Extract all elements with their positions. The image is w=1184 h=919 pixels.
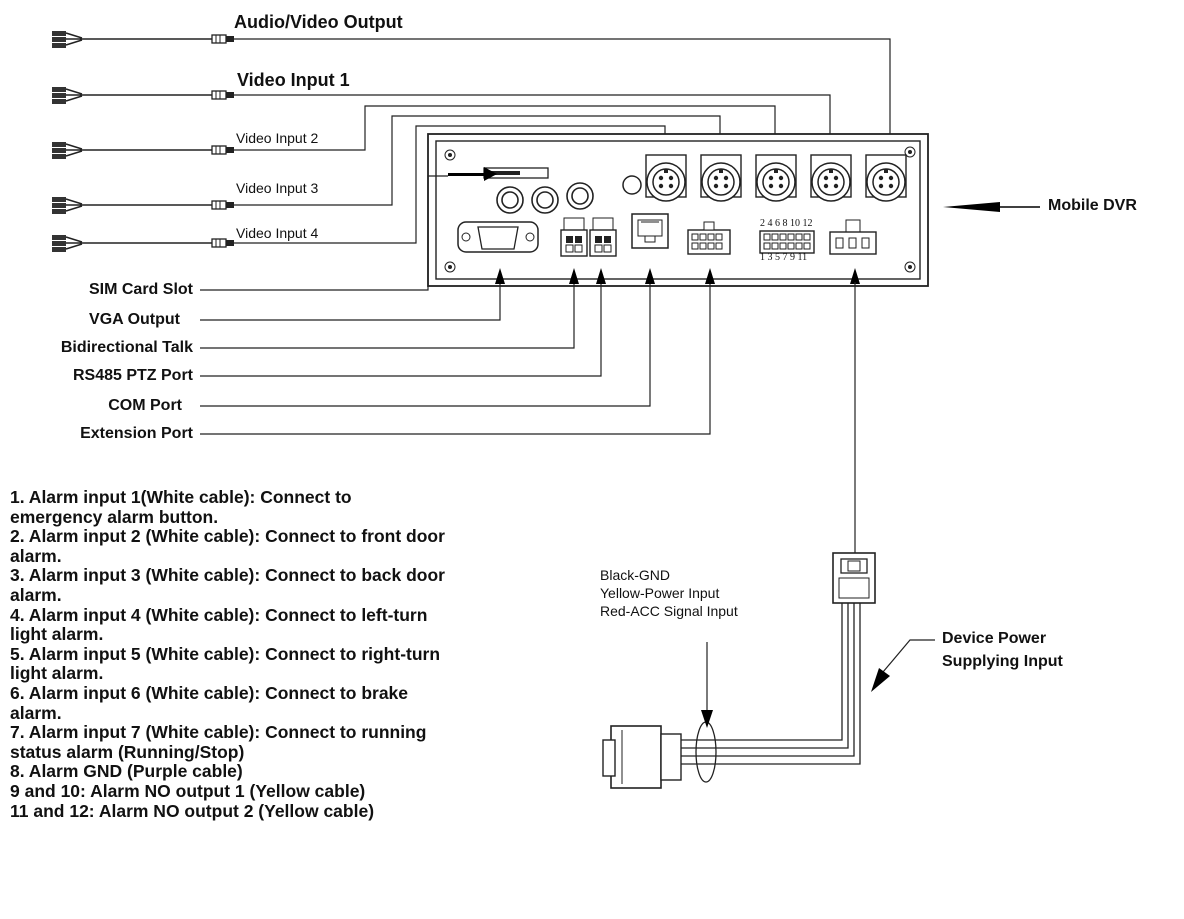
note-line: status alarm (Running/Stop) xyxy=(10,741,245,762)
power-label-line2: Supplying Input xyxy=(942,653,1063,670)
note-line: 7. Alarm input 7 (White cable): Connect … xyxy=(10,722,427,743)
note-line: 6. Alarm input 6 (White cable): Connect … xyxy=(10,682,409,703)
wire-black: Black-GND xyxy=(600,567,671,583)
note-line: 4. Alarm input 4 (White cable): Connect … xyxy=(10,604,428,625)
note-line: light alarm. xyxy=(10,624,104,645)
note-line: 11 and 12: Alarm NO output 2 (Yellow cab… xyxy=(10,800,375,821)
input-label-video-1: Video Input 1 xyxy=(237,70,350,90)
input-label-video-3: Video Input 3 xyxy=(236,180,319,196)
device-label: Mobile DVR xyxy=(1048,197,1137,214)
note-line: emergency alarm button. xyxy=(10,506,219,527)
power-cable xyxy=(602,282,876,789)
port-label-extension: Extension Port xyxy=(80,425,193,442)
note-line: 9 and 10: Alarm NO output 1 (Yellow cabl… xyxy=(10,780,366,801)
power-label-leader xyxy=(871,639,935,692)
input-cables xyxy=(51,30,235,253)
power-label-line1: Device Power xyxy=(942,630,1047,647)
port-label-vga: VGA Output xyxy=(89,311,180,328)
wire-yellow: Yellow-Power Input xyxy=(600,585,720,601)
routing-lines xyxy=(234,38,891,244)
port-leaders xyxy=(200,175,711,435)
wire-red: Red-ACC Signal Input xyxy=(600,603,738,619)
power-wire-legend: Black-GND Yellow-Power Input Red-ACC Sig… xyxy=(600,566,738,620)
note-line: alarm. xyxy=(10,545,62,566)
pin-numbers-top: 2 4 6 8 10 12 xyxy=(760,218,813,229)
port-label-sim: SIM Card Slot xyxy=(88,281,193,298)
note-line: 2. Alarm input 2 (White cable): Connect … xyxy=(10,526,445,547)
alarm-notes: 1. Alarm input 1(White cable): Connect t… xyxy=(10,487,610,821)
input-label-av-output: Audio/Video Output xyxy=(234,12,403,32)
note-line: 8. Alarm GND (Purple cable) xyxy=(10,761,243,782)
wire-legend-arrow xyxy=(701,642,713,728)
note-line: 1. Alarm input 1(White cable): Connect t… xyxy=(10,487,352,507)
input-label-video-4: Video Input 4 xyxy=(236,225,319,241)
port-label-com: COM Port xyxy=(108,397,182,414)
note-line: 5. Alarm input 5 (White cable): Connect … xyxy=(10,643,441,664)
device-pointer-arrow xyxy=(943,202,1040,212)
note-line: light alarm. xyxy=(10,663,104,684)
input-label-video-2: Video Input 2 xyxy=(236,130,319,146)
note-line: alarm. xyxy=(10,584,62,605)
note-line: alarm. xyxy=(10,702,62,723)
note-line: 3. Alarm input 3 (White cable): Connect … xyxy=(10,565,445,586)
pin-numbers-bottom: 1 3 5 7 9 11 xyxy=(760,252,808,263)
port-label-rs485: RS485 PTZ Port xyxy=(72,367,193,384)
port-label-talk: Bidirectional Talk xyxy=(60,339,193,356)
dvr-rear-panel xyxy=(427,133,929,287)
